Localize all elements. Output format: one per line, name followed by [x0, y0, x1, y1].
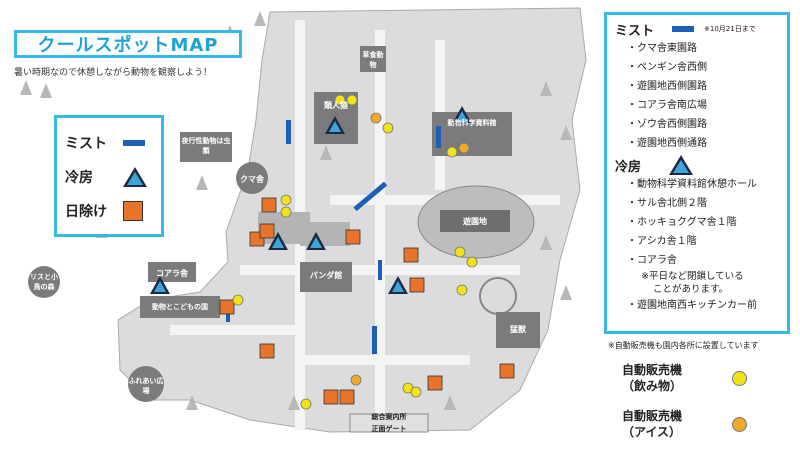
- petting-plaza: [128, 366, 164, 402]
- main-gate: [349, 413, 429, 433]
- aircon-triangle-icon: [123, 167, 147, 187]
- list-item: ・動物科学資料館休憩ホール: [627, 179, 757, 190]
- panda-label: パンダ館: [309, 271, 343, 280]
- legend-aircon-label: 冷房: [65, 170, 93, 186]
- list-item: ・サル舎北側２階: [627, 198, 707, 209]
- page-subtitle: 暑い時期なので休憩しながら動物を観察しよう！: [14, 68, 213, 78]
- mist-list: ・クマ舎東園路 ・ペンギン舎西側 ・遊園地西側園路 ・コアラ舎南広場 ・ゾウ舎西…: [615, 39, 779, 153]
- mist-header-label: ミスト: [615, 23, 655, 39]
- list-item: ・遊園地西側園路: [627, 81, 707, 92]
- list-item: ・ゾウ舎西側園路: [627, 119, 707, 130]
- list-item: ・クマ舎東園路: [627, 43, 697, 54]
- aircon-list: ・動物科学資料館休憩ホール ・サル舎北側２階 ・ホッキョクグマ舎１階 ・アシカ舎…: [615, 175, 779, 315]
- vending-ice-legend: 自動販売機 （アイス）: [622, 408, 792, 440]
- aircon-header: 冷房: [615, 155, 779, 175]
- shade-markers: [219, 197, 515, 405]
- legend-left: ミスト 冷房 日除け: [54, 115, 164, 237]
- legend-right: ミスト ※10月21日まで ・クマ舎東園路 ・ペンギン舎西側 ・遊園地西側園路 …: [604, 12, 790, 334]
- nocturnal-house: [180, 132, 232, 162]
- vending-ice-line2: （アイス）: [622, 425, 682, 439]
- info-center-label: 総合案内所: [371, 413, 407, 421]
- grassland-label: 草食動物: [362, 51, 384, 69]
- legend-aircon-row: 冷房: [65, 160, 153, 194]
- mist-icon: [672, 26, 695, 32]
- grassland-animals-building: [360, 46, 386, 72]
- list-item: ・コアラ舎南広場: [627, 100, 707, 111]
- vending-drinks-line2: （飲み物）: [622, 379, 683, 393]
- petting-label: ふれあい広場: [128, 377, 164, 395]
- amusement-park-sign: [440, 210, 510, 232]
- children-land: [140, 296, 220, 318]
- legend-shade-row: 日除け: [65, 194, 153, 228]
- science-building: [432, 112, 512, 156]
- vending-drinks-dot-icon: [732, 370, 747, 386]
- shade-square-icon: [123, 201, 143, 221]
- sea-lion-house: [300, 222, 350, 246]
- aircon-markers: [150, 106, 472, 294]
- amusement-label: 遊園地: [463, 217, 487, 226]
- aircon-subnote: ことがあります。: [653, 284, 729, 295]
- aircon-triangle-icon: [669, 155, 694, 175]
- legend-mist-row: ミスト: [65, 126, 153, 160]
- squirrel-label: リスと小鳥の森: [30, 273, 58, 291]
- koala-label: コアラ舎: [156, 269, 188, 278]
- aircon-header-label: 冷房: [615, 159, 642, 175]
- list-item: ・コアラ舎: [627, 255, 677, 266]
- mist-header: ミスト ※10月21日まで: [615, 19, 779, 39]
- mist-icon: [123, 140, 145, 146]
- squirrel-forest: [28, 266, 60, 298]
- list-item: ・遊園地西側通路: [627, 138, 707, 149]
- vending-ice-label: 自動販売機 （アイス）: [622, 408, 732, 440]
- vending-markers: [232, 94, 478, 410]
- bear-label: クマ舎: [240, 175, 264, 184]
- legend-mist-label: ミスト: [65, 136, 107, 152]
- list-item: ・ペンギン舎西側: [627, 62, 707, 73]
- nocturnal-label: 夜行性動物は虫類: [181, 137, 231, 155]
- list-item: ・ホッキョクグマ舎１階: [627, 217, 737, 228]
- children-land-label: 動物とこどもの国: [152, 303, 208, 311]
- legend-shade-label: 日除け: [65, 204, 107, 220]
- vending-drinks-label: 自動販売機 （飲み物）: [622, 362, 732, 394]
- ape-house-label: 類人猿: [324, 101, 348, 110]
- science-building-label: 動物科学資料館: [447, 119, 497, 127]
- vending-note: ※自動販売機も園内各所に設置しています: [608, 341, 759, 350]
- vending-ice-line1: 自動販売機: [622, 409, 683, 423]
- page-title: クールスポットMAP: [14, 30, 242, 58]
- panda-house: [300, 262, 352, 292]
- vending-ice-dot-icon: [732, 416, 747, 432]
- bear-house: [236, 162, 268, 194]
- vending-drinks-line1: 自動販売機: [622, 363, 683, 377]
- vending-drinks-legend: 自動販売機 （飲み物）: [622, 362, 792, 394]
- main-gate-label: 正面ゲート: [371, 425, 407, 433]
- aircon-subnote: ※平日など閉鎖している: [641, 271, 744, 282]
- big-cats-house: [496, 312, 540, 348]
- list-item: ・遊園地南西キッチンカー前: [627, 300, 757, 311]
- list-item: ・アシカ舎１階: [627, 236, 697, 247]
- mist-note: ※10月21日まで: [704, 25, 756, 33]
- big-cats-label: 猛獣: [510, 325, 526, 334]
